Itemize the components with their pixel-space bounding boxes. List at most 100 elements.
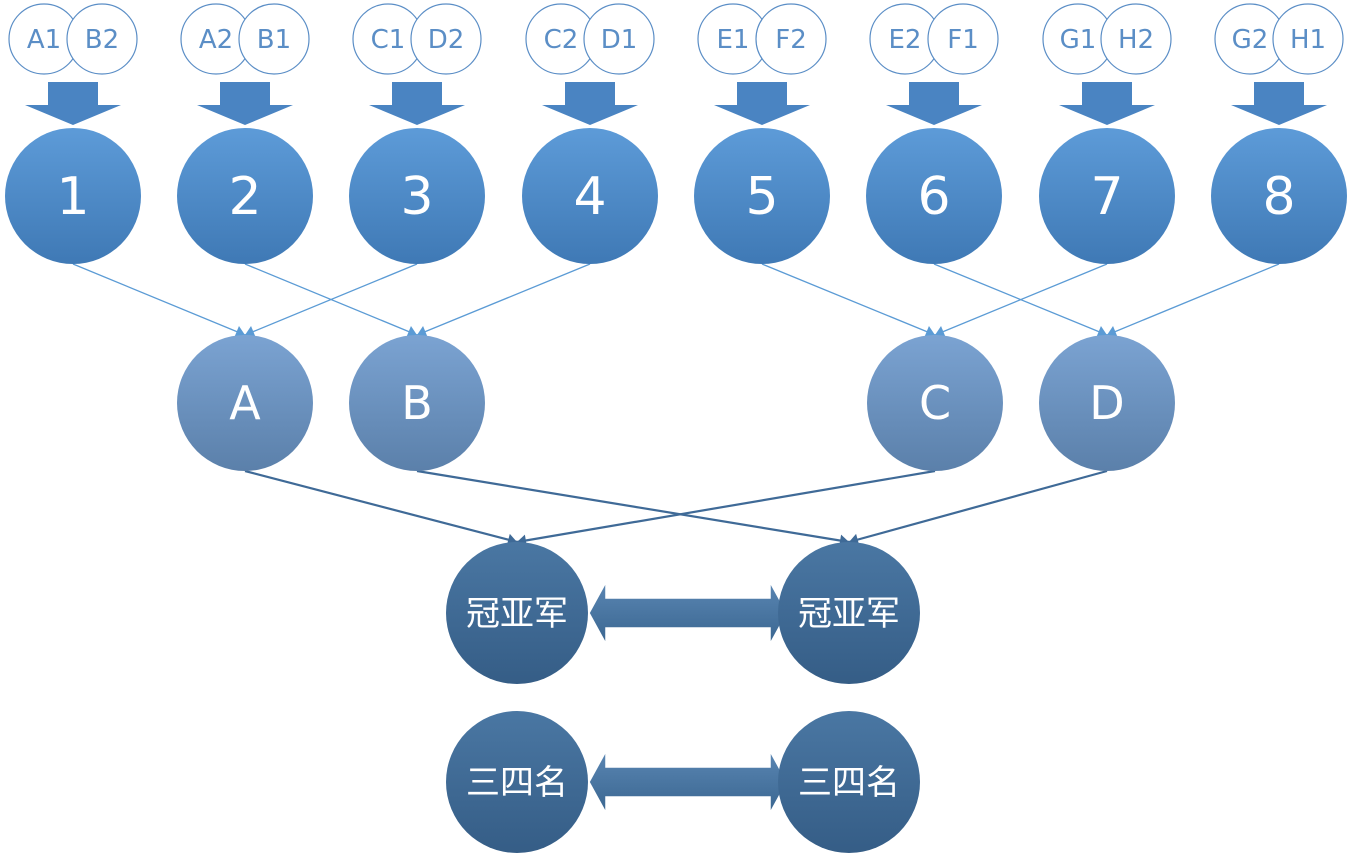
third-place-node-right-label: 三四名 (798, 763, 900, 803)
seed-pair-2: A2 B1 (180, 3, 310, 75)
connector-arrowhead (406, 326, 417, 338)
seed-label: A1 (27, 25, 61, 55)
seed-label: B2 (85, 25, 119, 55)
seed-label: G2 (1232, 25, 1269, 55)
down-arrow-icon (369, 82, 465, 125)
connector-arrowhead (417, 326, 428, 338)
connector-line (244, 263, 418, 336)
connector-arrowhead (245, 326, 256, 338)
seed-circle: D2 (410, 3, 482, 75)
connector-line (244, 469, 518, 544)
seed-label: C1 (371, 25, 406, 55)
seed-pair-8: G2 H1 (1214, 3, 1344, 75)
seed-label: F2 (775, 25, 807, 55)
round-of-16-nodes: 1 2 3 4 5 6 7 8 (5, 128, 1347, 264)
quarter-final-label: A (229, 376, 261, 430)
seed-label: A2 (199, 25, 233, 55)
seed-circle: D1 (583, 3, 655, 75)
seed-label: D1 (601, 25, 638, 55)
round-of-16-label: 1 (56, 167, 89, 227)
seed-circle: B1 (238, 3, 310, 75)
seed-down-arrows (25, 82, 1327, 125)
seed-circle: G1 (1042, 3, 1114, 75)
quarter-final-node-D: D (1039, 335, 1175, 471)
connector-lines (72, 263, 1280, 547)
seed-circle: F1 (927, 3, 999, 75)
connector-line (416, 469, 850, 544)
seed-label: E1 (717, 25, 750, 55)
final-node-left-label: 冠亚军 (466, 594, 568, 634)
down-arrow-icon (1231, 82, 1327, 125)
seed-label: C2 (544, 25, 579, 55)
round-of-16-label: 6 (917, 167, 950, 227)
seed-label: H1 (1290, 25, 1326, 55)
quarter-final-node-B: B (349, 335, 485, 471)
connector-line (761, 263, 936, 336)
round-of-16-label: 3 (400, 167, 433, 227)
seed-label: B1 (257, 25, 291, 55)
seed-circle: A1 (8, 3, 80, 75)
connector-line (516, 469, 936, 544)
connector-line (72, 263, 246, 336)
seed-pair-1: A1 B2 (8, 3, 138, 75)
quarter-final-node-C: C (867, 335, 1003, 471)
seed-pair-7: G1 H2 (1042, 3, 1172, 75)
seed-circle: G2 (1214, 3, 1286, 75)
round-of-16-node-8: 8 (1211, 128, 1347, 264)
round-of-16-label: 4 (573, 167, 606, 227)
round-of-16-node-4: 4 (522, 128, 658, 264)
seed-circle: F2 (755, 3, 827, 75)
third-place-node-left-label: 三四名 (466, 763, 568, 803)
third-place-node-left: 三四名 (446, 711, 588, 853)
final-match-row: 冠亚军 冠亚军 (446, 542, 920, 684)
seed-circle: H2 (1100, 3, 1172, 75)
round-of-16-node-2: 2 (177, 128, 313, 264)
round-of-16-label: 7 (1090, 167, 1123, 227)
quarter-final-node-A: A (177, 335, 313, 471)
seed-circle: E1 (697, 3, 769, 75)
seed-pair-6: E2 F1 (869, 3, 999, 75)
final-node-right: 冠亚军 (778, 542, 920, 684)
seed-pair-5: E1 F2 (697, 3, 827, 75)
seed-label: H2 (1118, 25, 1154, 55)
final-double-arrow (588, 581, 788, 645)
round-of-16-node-1: 1 (5, 128, 141, 264)
seed-pair-3: C1 D2 (352, 3, 482, 75)
connector-arrowhead (1096, 326, 1107, 338)
seed-circle: B2 (66, 3, 138, 75)
round-of-16-node-6: 6 (866, 128, 1002, 264)
down-arrow-icon (1059, 82, 1155, 125)
quarter-final-label: D (1089, 376, 1124, 430)
connector-line (933, 263, 1108, 336)
round-of-16-label: 5 (745, 167, 778, 227)
connector-arrowhead (1107, 326, 1118, 338)
seed-label: D2 (428, 25, 465, 55)
connector-line (848, 469, 1108, 544)
final-node-right-label: 冠亚军 (798, 594, 900, 634)
connector-line (416, 263, 591, 336)
connector-arrowhead (935, 326, 946, 338)
connector-line (1106, 263, 1280, 336)
connector-arrowhead (234, 326, 245, 338)
seed-label: F1 (947, 25, 979, 55)
quarter-final-nodes: A B C D (177, 335, 1175, 471)
third-place-row: 三四名 三四名 (446, 711, 920, 853)
down-arrow-icon (197, 82, 293, 125)
seed-circle: H1 (1272, 3, 1344, 75)
down-arrow-icon (25, 82, 121, 125)
quarter-final-label: B (401, 376, 433, 430)
down-arrow-icon (542, 82, 638, 125)
down-arrow-icon (886, 82, 982, 125)
third-place-double-arrow (588, 750, 788, 814)
seed-circle: E2 (869, 3, 941, 75)
round-of-16-node-5: 5 (694, 128, 830, 264)
round-of-16-label: 8 (1262, 167, 1295, 227)
final-node-left: 冠亚军 (446, 542, 588, 684)
seed-label: E2 (889, 25, 922, 55)
connector-arrowhead (924, 326, 935, 338)
round-of-16-label: 2 (228, 167, 261, 227)
quarter-final-label: C (919, 376, 951, 430)
seed-label: G1 (1060, 25, 1097, 55)
round-of-16-node-7: 7 (1039, 128, 1175, 264)
